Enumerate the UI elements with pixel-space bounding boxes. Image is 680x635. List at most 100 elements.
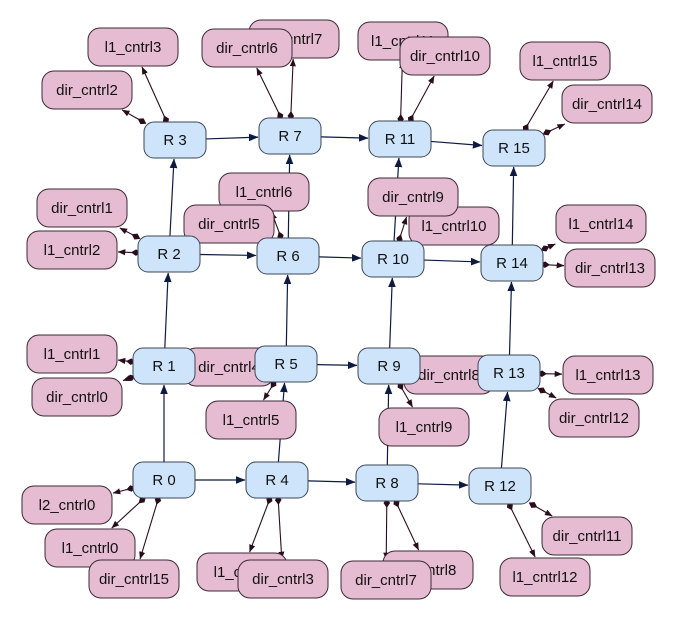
router-node-R2[interactable]: R 2	[137, 235, 201, 273]
router-label: R 1	[152, 358, 175, 375]
controller-link-R2-dir_cntrl1	[119, 227, 141, 240]
controller-node-l1_cntrl3[interactable]: l1_cntrl3	[87, 27, 179, 67]
controller-node-l1_cntrl12[interactable]: l1_cntrl12	[499, 557, 591, 597]
controller-node-dir_cntrl2[interactable]: dir_cntrl2	[41, 70, 133, 110]
controller-link-R8-dir_cntrl7	[383, 498, 391, 561]
router-box	[254, 345, 318, 383]
controller-label: l2_cntrl0	[39, 497, 96, 514]
router-label: R 6	[276, 248, 299, 265]
router-link-R11-R15	[430, 140, 483, 149]
controller-link-R9-l1_cntrl9	[397, 381, 414, 408]
controller-node-l1_cntrl2[interactable]: l1_cntrl2	[26, 230, 118, 270]
router-node-R4[interactable]: R 4	[245, 461, 309, 499]
router-node-R3[interactable]: R 3	[143, 121, 207, 159]
controller-label: l1_cntrl14	[568, 216, 633, 233]
router-label: R 12	[484, 478, 516, 495]
router-node-R1[interactable]: R 1	[132, 347, 196, 385]
controller-label: l1_cntrl6	[236, 184, 293, 201]
controller-box	[564, 248, 656, 288]
router-node-R0[interactable]: R 0	[132, 461, 196, 499]
router-node-R9[interactable]: R 9	[357, 347, 421, 385]
controller-label: dir_cntrl14	[572, 96, 642, 113]
router-link-R1-R2	[163, 272, 172, 349]
router-label: R 9	[377, 358, 400, 375]
router-node-R13[interactable]: R 13	[477, 354, 541, 392]
router-box	[368, 120, 432, 158]
router-node-R15[interactable]: R 15	[482, 129, 546, 167]
controller-label: dir_cntrl4	[198, 359, 260, 376]
router-box	[355, 464, 419, 502]
router-label: R 15	[498, 140, 530, 157]
controller-box	[88, 559, 180, 599]
controller-label: dir_cntrl10	[410, 48, 480, 65]
controller-node-dir_cntrl5[interactable]: dir_cntrl5	[183, 204, 275, 244]
controller-box	[499, 557, 591, 597]
router-label: R 7	[278, 128, 301, 145]
router-node-R10[interactable]: R 10	[361, 240, 425, 278]
controller-node-dir_cntrl0[interactable]: dir_cntrl0	[31, 377, 123, 417]
controller-node-dir_cntrl13[interactable]: dir_cntrl13	[564, 248, 656, 288]
controller-node-dir_cntrl11[interactable]: dir_cntrl11	[541, 516, 633, 556]
router-box	[132, 347, 196, 385]
router-node-R12[interactable]: R 12	[468, 467, 532, 505]
controller-label: dir_cntrl9	[382, 189, 444, 206]
router-link-R10-R14	[423, 257, 481, 266]
router-node-R7[interactable]: R 7	[258, 117, 322, 155]
controller-node-l1_cntrl14[interactable]: l1_cntrl14	[555, 204, 647, 244]
router-box	[132, 461, 196, 499]
router-link-R2-R6	[199, 251, 257, 260]
controller-node-dir_cntrl15[interactable]: dir_cntrl15	[88, 559, 180, 599]
controller-nodes: l2_cntrl0l1_cntrl0dir_cntrl15l1_cntrl1di…	[21, 19, 656, 600]
controller-node-dir_cntrl10[interactable]: dir_cntrl10	[399, 36, 491, 76]
controller-node-l1_cntrl9[interactable]: l1_cntrl9	[378, 407, 470, 447]
router-link-R3-R7	[205, 133, 259, 142]
controller-node-l1_cntrl6[interactable]: l1_cntrl6	[218, 172, 310, 212]
controller-link-R0-l1_cntrl0	[111, 496, 146, 529]
controller-box	[41, 70, 133, 110]
controller-label: l1_cntrl3	[105, 39, 162, 56]
controller-label: l1_cntrl5	[223, 412, 280, 429]
router-node-R14[interactable]: R 14	[480, 244, 544, 282]
controller-node-dir_cntrl3[interactable]: dir_cntrl3	[237, 559, 329, 599]
controller-link-R7-l1_cntrl7	[287, 58, 296, 121]
controller-node-dir_cntrl1[interactable]: dir_cntrl1	[36, 188, 128, 228]
router-box	[357, 347, 421, 385]
controller-link-R4-l1_cntrl4	[249, 495, 273, 553]
controller-node-dir_cntrl12[interactable]: dir_cntrl12	[548, 398, 640, 438]
controller-link-R3-dir_cntrl2	[121, 109, 147, 125]
controller-box	[555, 204, 647, 244]
controller-node-l2_cntrl0[interactable]: l2_cntrl0	[21, 485, 113, 525]
controller-link-R12-l1_cntrl12	[506, 501, 536, 558]
controller-label: dir_cntrl11	[553, 528, 622, 545]
controller-link-R13-dir_cntrl12	[537, 387, 557, 399]
controller-link-R4-dir_cntrl3	[274, 495, 285, 560]
controller-label: dir_cntrl2	[56, 82, 118, 99]
controller-label: l1_cntrl10	[421, 218, 486, 235]
controller-node-dir_cntrl14[interactable]: dir_cntrl14	[561, 84, 653, 124]
controller-link-R0-dir_cntrl15	[139, 495, 162, 560]
router-node-R5[interactable]: R 5	[254, 345, 318, 383]
controller-link-R2-l1_cntrl2	[117, 249, 141, 256]
router-label: R 8	[375, 475, 398, 492]
router-node-R6[interactable]: R 6	[256, 237, 320, 275]
controller-node-l1_cntrl0[interactable]: l1_cntrl0	[44, 528, 136, 568]
router-label: R 3	[163, 132, 186, 149]
controller-link-R1-l1_cntrl1	[117, 357, 136, 365]
controller-node-l1_cntrl13[interactable]: l1_cntrl13	[562, 355, 654, 395]
controller-node-dir_cntrl7[interactable]: dir_cntrl7	[340, 560, 432, 600]
controller-box	[562, 355, 654, 395]
controller-node-l1_cntrl1[interactable]: l1_cntrl1	[26, 334, 118, 374]
controller-node-l1_cntrl15[interactable]: l1_cntrl15	[519, 41, 611, 81]
router-box	[258, 117, 322, 155]
controller-node-dir_cntrl6[interactable]: dir_cntrl6	[201, 28, 293, 68]
controller-label: dir_cntrl6	[216, 40, 278, 57]
router-link-R5-R9	[316, 361, 358, 370]
router-node-R8[interactable]: R 8	[355, 464, 419, 502]
router-node-R11[interactable]: R 11	[368, 120, 432, 158]
controller-node-l1_cntrl5[interactable]: l1_cntrl5	[205, 400, 297, 440]
router-nodes: R 0 R 1 R 2 R 3 R 4 R 5 R 6 R 7 R 8 R 9 R 10 R 11 R …	[132, 117, 546, 505]
controller-label: l1_cntrl0	[62, 540, 119, 557]
controller-label: dir_cntrl13	[575, 260, 645, 277]
controller-node-dir_cntrl9[interactable]: dir_cntrl9	[367, 177, 459, 217]
controller-link-R5-l1_cntrl5	[263, 379, 277, 401]
